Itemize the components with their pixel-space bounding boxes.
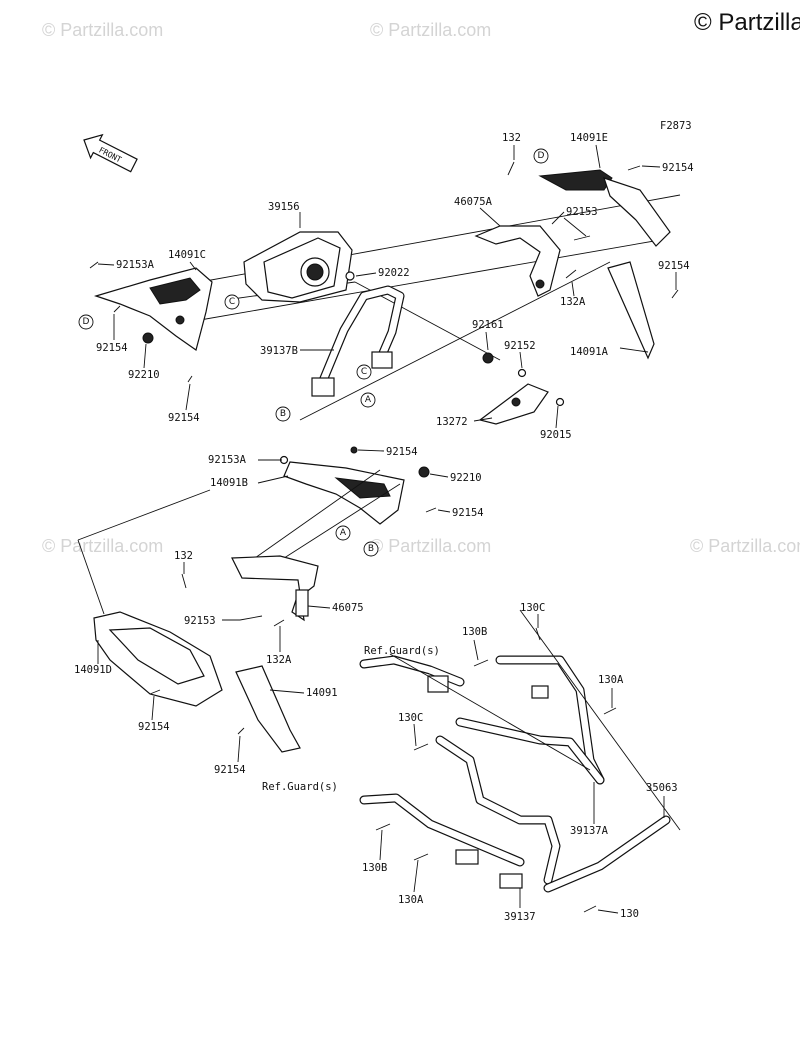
callout-92161: 92161 xyxy=(472,319,504,331)
callout-92154-tr: 92154 xyxy=(662,162,694,174)
figure-code: F2873 xyxy=(660,120,692,132)
leader-lines xyxy=(97,144,677,914)
callout-92154-r: 92154 xyxy=(658,260,690,272)
watermark-3: © Partzilla.com xyxy=(42,536,163,556)
callout-92153-m: 92153 xyxy=(184,615,216,627)
watermark-2: © Partzilla.com xyxy=(370,20,491,40)
callout-130C-1: 130C xyxy=(520,602,545,614)
cover-14091E xyxy=(538,169,671,247)
callout-39137B: 39137B xyxy=(260,345,298,357)
bracket-46075A xyxy=(474,225,561,297)
callout-130: 130 xyxy=(620,908,639,920)
ref-C-frame: C xyxy=(356,364,372,380)
callout-labels: 132 14091E 92154 46075A 92153 39156 1409… xyxy=(74,132,694,923)
watermark-5: © Partzilla.com xyxy=(690,536,800,556)
svg-text:A: A xyxy=(340,528,347,538)
callout-92154-m2: 92154 xyxy=(452,507,484,519)
callout-92154-l1: 92154 xyxy=(96,342,128,354)
callout-46075A: 46075A xyxy=(454,196,493,208)
callout-ref-guard-2: Ref.Guard(s) xyxy=(262,781,338,793)
watermark-4: © Partzilla.com xyxy=(370,536,491,556)
fasteners-upper xyxy=(89,161,679,407)
front-arrow-icon: FRONT xyxy=(83,133,138,173)
callout-92154-m1: 92154 xyxy=(386,446,418,458)
callout-13272: 13272 xyxy=(436,416,468,428)
svg-text:B: B xyxy=(368,544,374,554)
callout-ref-guard-1: Ref.Guard(s) xyxy=(364,645,440,657)
callout-130A-1: 130A xyxy=(598,674,624,686)
backrest-pad-39156 xyxy=(243,231,353,303)
ref-B-frame: B xyxy=(275,406,291,422)
callout-39137A: 39137A xyxy=(570,825,609,837)
ref-A-mid: A xyxy=(335,525,351,541)
copyright-notice: © Partzilla.com xyxy=(694,9,800,36)
ref-B-mid: B xyxy=(363,541,379,557)
callout-14091: 14091 xyxy=(306,687,338,699)
rear-rail-14091B xyxy=(237,461,405,577)
callout-46075: 46075 xyxy=(332,602,364,614)
callout-130C-2: 130C xyxy=(398,712,423,724)
svg-text:D: D xyxy=(538,151,545,161)
callout-92153A-t: 92153A xyxy=(116,259,155,271)
callout-92154-l2: 92154 xyxy=(168,412,200,424)
callout-92152: 92152 xyxy=(504,340,536,352)
cover-14091 xyxy=(235,665,301,753)
callout-14091C: 14091C xyxy=(168,249,206,261)
svg-text:C: C xyxy=(229,297,235,307)
callout-130B-1: 130B xyxy=(462,626,487,638)
callout-39137: 39137 xyxy=(504,911,536,923)
callout-14091A: 14091A xyxy=(570,346,609,358)
callout-92015: 92015 xyxy=(540,429,572,441)
watermark-1: © Partzilla.com xyxy=(42,20,163,40)
callout-92154-b1: 92154 xyxy=(138,721,170,733)
fasteners-lower xyxy=(375,609,681,913)
watermarks: © Partzilla.com © Partzilla.com © Partzi… xyxy=(42,20,800,556)
callout-92153A-m: 92153A xyxy=(208,454,247,466)
callout-92210-m: 92210 xyxy=(450,472,482,484)
svg-text:B: B xyxy=(280,409,286,419)
fasteners-middle xyxy=(77,446,437,735)
backrest-frame-39137B xyxy=(311,285,405,397)
plate-13272 xyxy=(478,383,549,425)
callout-132-m: 132 xyxy=(174,550,193,562)
callout-14091E: 14091E xyxy=(570,132,608,144)
ref-D-top: D xyxy=(533,148,549,164)
ref-C-left: C xyxy=(224,294,240,310)
reference-markers: D C D C B A A B xyxy=(78,148,549,557)
callout-39156: 39156 xyxy=(268,201,300,213)
callout-92153-t: 92153 xyxy=(566,206,598,218)
svg-text:C: C xyxy=(361,367,367,377)
side-cover-14091C xyxy=(94,267,213,351)
callout-92154-b2: 92154 xyxy=(214,764,246,776)
svg-text:D: D xyxy=(83,317,90,327)
cover-14091A xyxy=(607,261,655,360)
callout-132A-t: 132A xyxy=(560,296,586,308)
guard-39137A xyxy=(359,655,605,785)
callout-132-top: 132 xyxy=(502,132,521,144)
assembly-lines-upper xyxy=(199,194,681,421)
callout-92210-l: 92210 xyxy=(128,369,160,381)
bracket-46075 xyxy=(231,555,319,622)
callout-14091B: 14091B xyxy=(210,477,248,489)
guard-39137 xyxy=(359,735,561,889)
callout-132A-m: 132A xyxy=(266,654,292,666)
callout-130B-2: 130B xyxy=(362,862,387,874)
callout-35063: 35063 xyxy=(646,782,678,794)
callout-92022: 92022 xyxy=(378,267,410,279)
svg-text:A: A xyxy=(365,395,372,405)
cover-14091D xyxy=(93,611,223,707)
callout-14091D: 14091D xyxy=(74,664,112,676)
ref-D-left: D xyxy=(78,314,94,330)
callout-130A-2: 130A xyxy=(398,894,424,906)
brace-35063 xyxy=(543,815,671,893)
ref-A-frame: A xyxy=(360,392,376,408)
